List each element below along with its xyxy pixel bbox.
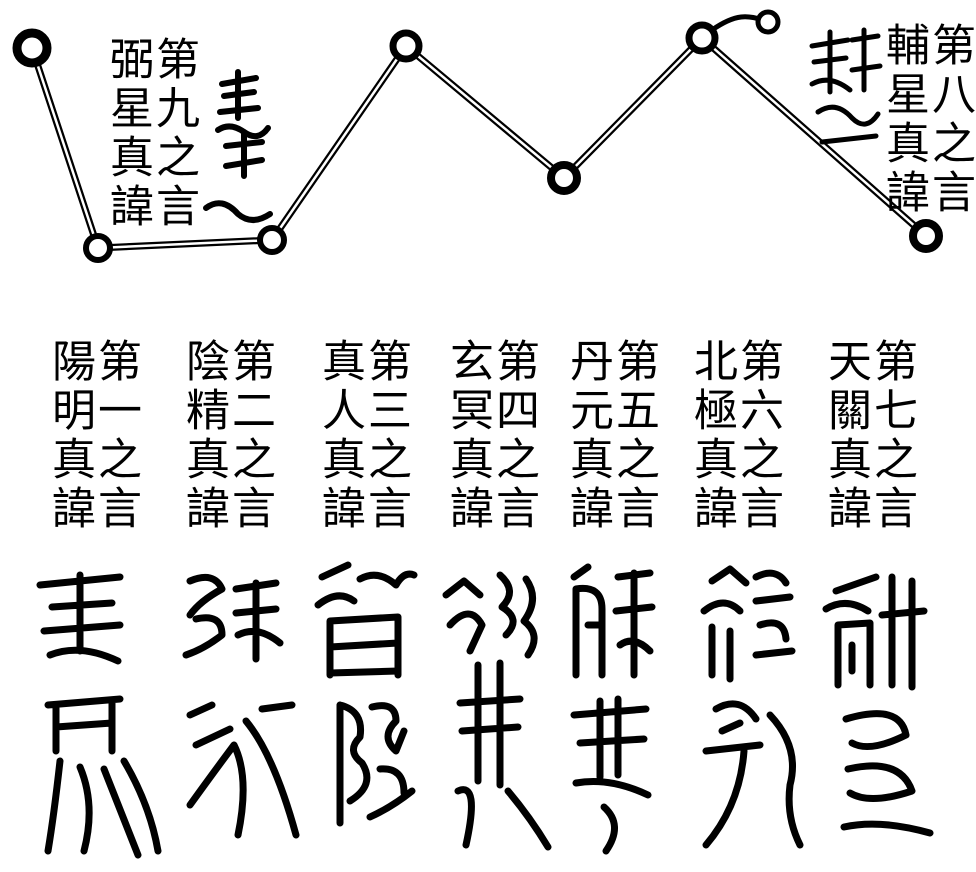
star-node	[83, 233, 113, 263]
star-node	[909, 219, 943, 253]
seal-glyph-sixth	[700, 565, 804, 849]
seal-glyph-seventh	[822, 573, 934, 837]
caption-fifth-ordinal: 第五之言	[608, 338, 659, 534]
star-nodes	[12, 9, 943, 263]
caption-first-name: 陽明真諱	[44, 338, 95, 534]
seal-glyph-ninth	[203, 69, 273, 223]
caption-fourth-ordinal: 第四之言	[488, 338, 539, 534]
caption-eighth-ordinal: 第八之言	[924, 22, 975, 218]
star-node	[389, 29, 423, 63]
caption-ninth-name: 弼星真諱	[102, 36, 153, 232]
seal-glyph-first	[36, 571, 162, 859]
star-node	[257, 225, 287, 255]
caption-eighth-name: 輔星真諱	[878, 22, 929, 218]
caption-seventh-name: 天關真諱	[820, 338, 871, 534]
seal-glyph-fifth	[570, 563, 656, 855]
caption-ninth-ordinal: 第九之言	[148, 36, 199, 232]
star-node	[685, 21, 719, 55]
star-node	[12, 28, 52, 68]
caption-sixth-ordinal: 第六之言	[732, 338, 783, 534]
star-node	[755, 9, 781, 35]
caption-seventh-ordinal: 第七之言	[866, 338, 917, 534]
star-chart	[12, 9, 943, 263]
seal-script-row	[36, 561, 934, 859]
caption-third-ordinal: 第三之言	[360, 338, 411, 534]
caption-third-name: 真人真諱	[314, 338, 365, 534]
caption-fourth-name: 玄冥真諱	[442, 338, 493, 534]
caption-first-ordinal: 第一之言	[90, 338, 141, 534]
seal-glyph-fourth	[442, 571, 552, 851]
star-links-inner	[30, 37, 927, 250]
star-node	[547, 161, 581, 195]
caption-second-name: 陰精真諱	[178, 338, 229, 534]
caption-fifth-name: 丹元真諱	[562, 338, 613, 534]
seal-glyph-third	[314, 561, 418, 827]
seal-glyph-eighth	[809, 27, 883, 145]
caption-sixth-name: 北極真諱	[686, 338, 737, 534]
caption-second-ordinal: 第二之言	[224, 338, 275, 534]
seal-glyph-second	[182, 573, 300, 839]
